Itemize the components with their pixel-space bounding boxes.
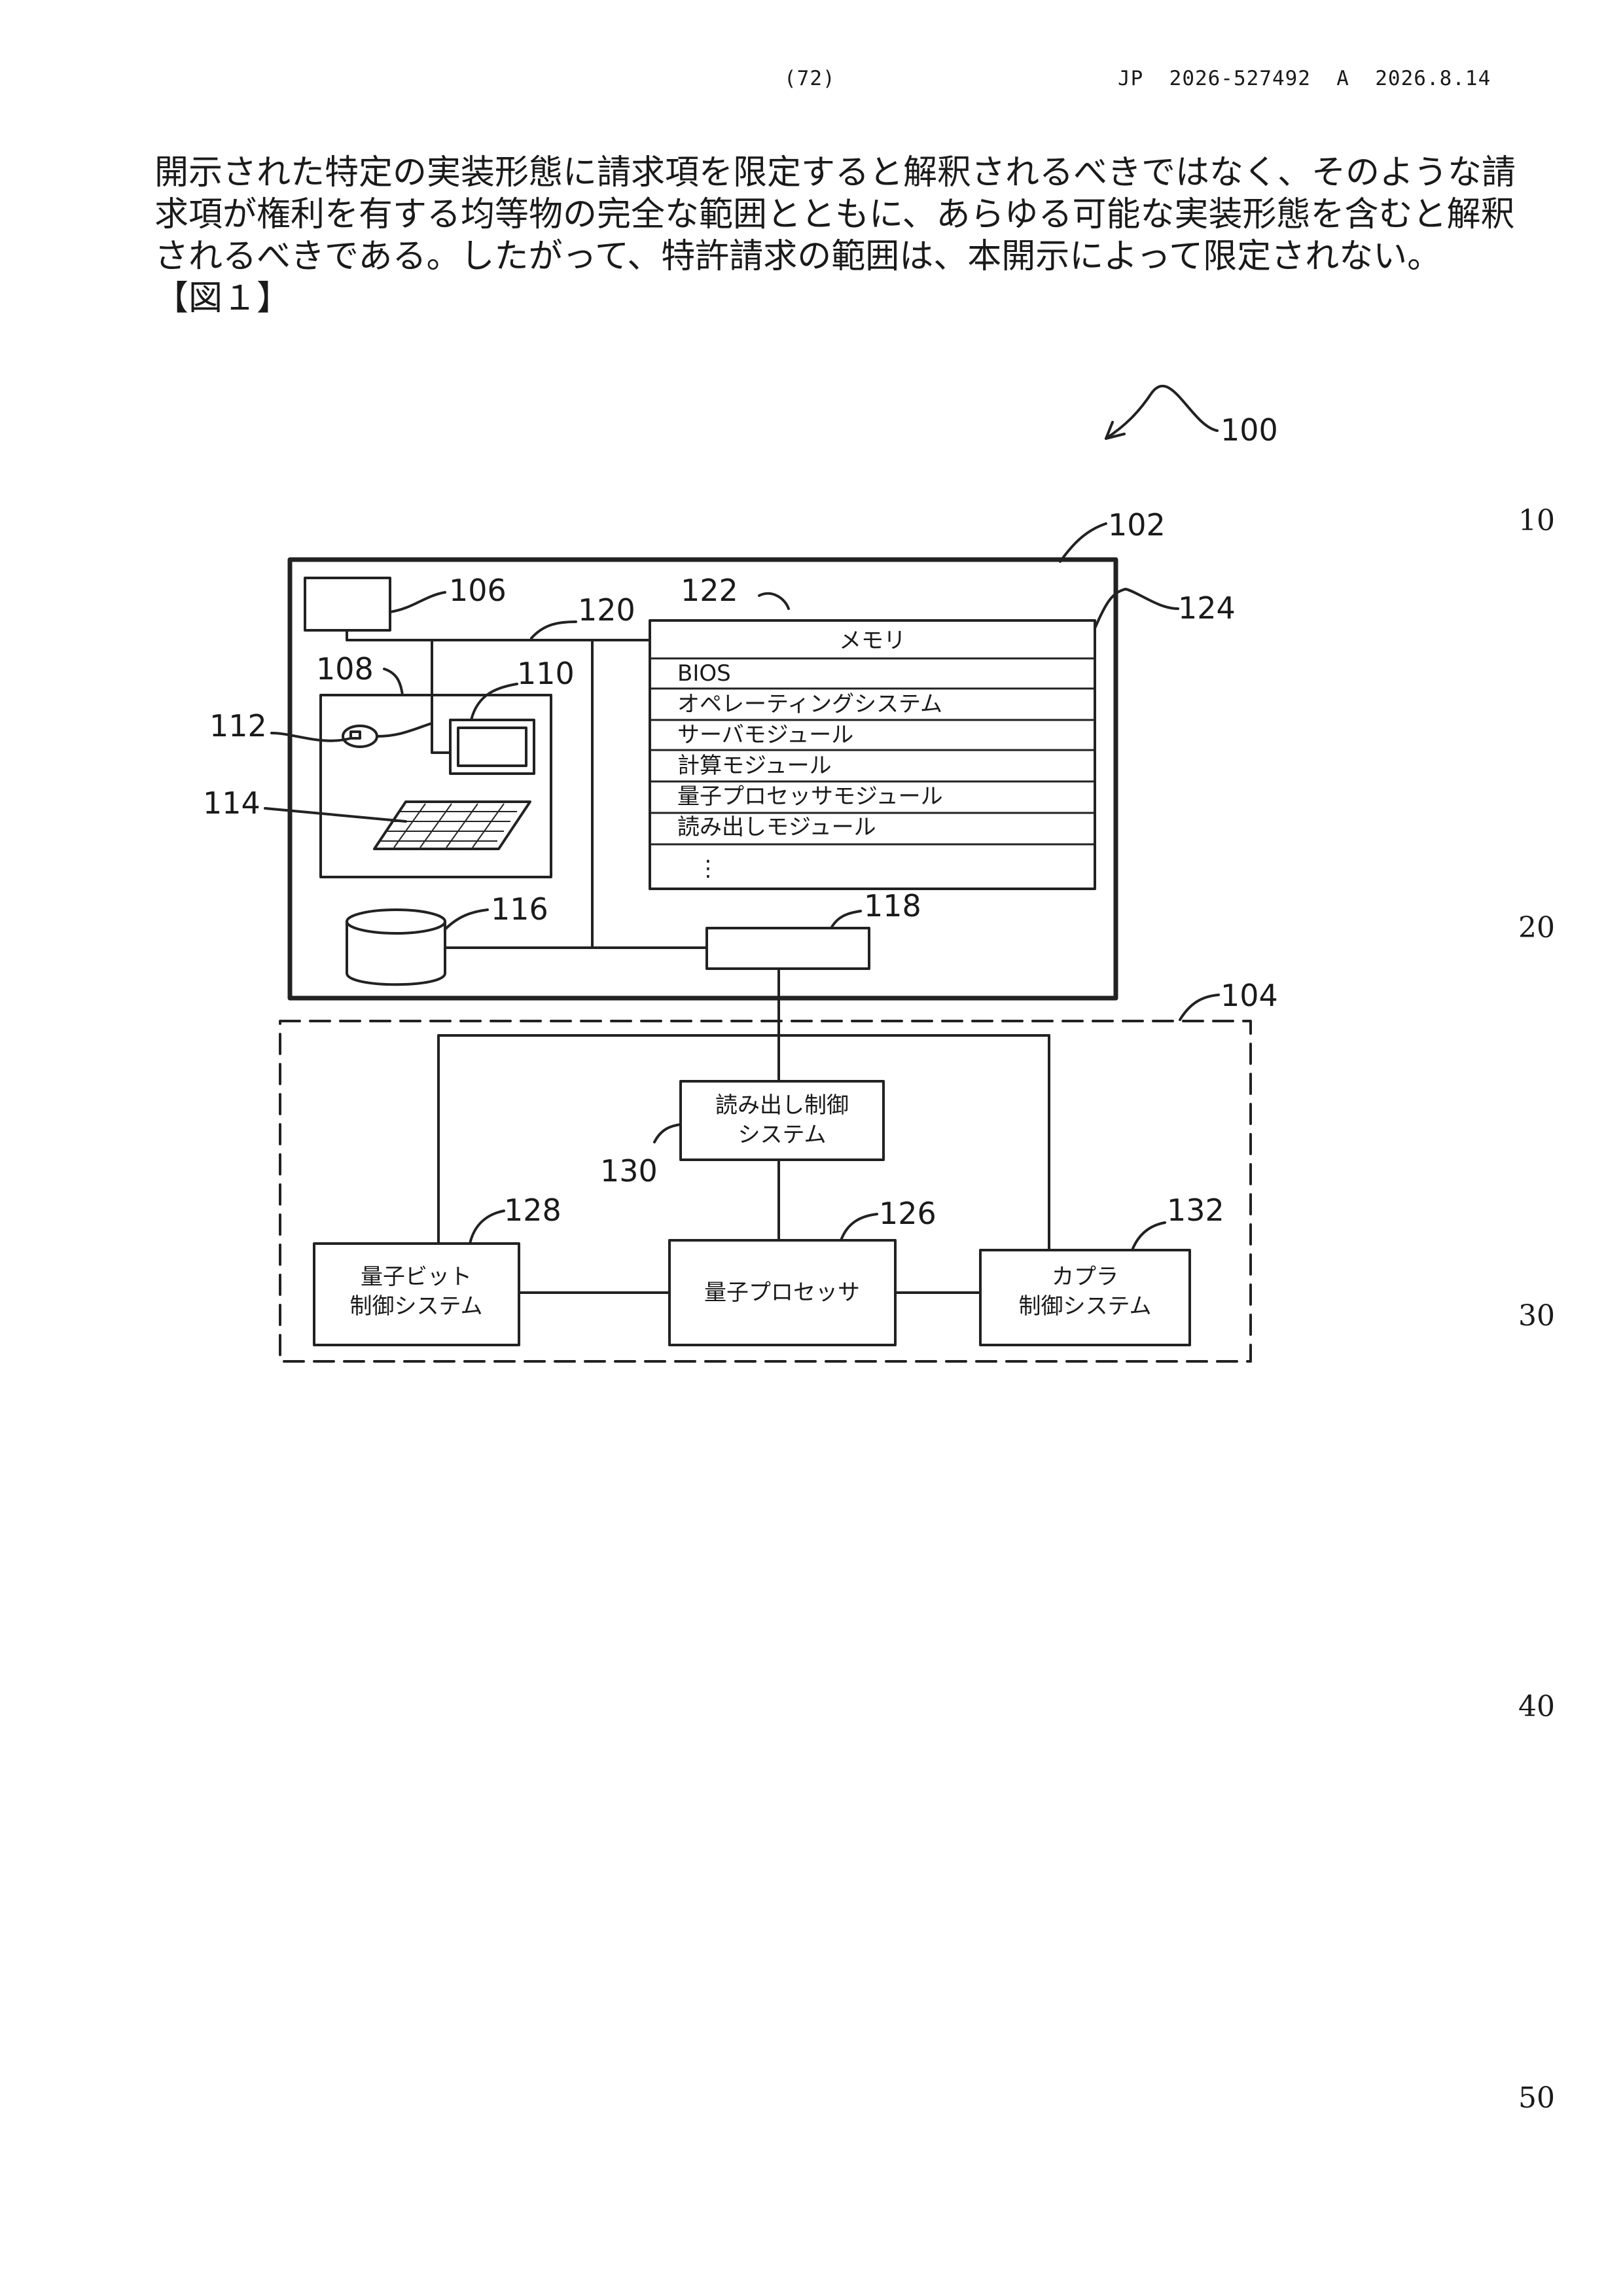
leader-116 [445,910,488,929]
ref-120: 120 [578,592,635,628]
ref-102: 102 [1108,507,1166,543]
memory-item: 量子プロセッサモジュール [677,783,943,810]
ref-114: 114 [203,785,260,821]
leader-126 [841,1214,877,1240]
leader-100 [1106,386,1217,439]
memory-item: 計算モジュール [677,753,832,779]
leader-120 [531,622,576,638]
leader-108 [384,669,402,695]
ref-116: 116 [491,891,548,927]
leader-122 [759,594,789,609]
mouse-cord [377,723,432,736]
mouse-button [351,732,360,738]
leader-104 [1180,995,1219,1020]
quantum-processor-label: 量子プロセッサ [704,1280,860,1306]
ref-108: 108 [316,651,374,687]
ref-100: 100 [1221,412,1278,448]
interface-box [707,928,869,969]
coupler-control-label: カプラ [1052,1264,1118,1290]
ref-104: 104 [1221,978,1278,1013]
ref-112: 112 [209,708,267,744]
ref-106: 106 [449,573,507,608]
monitor-inner [458,728,526,766]
leader-132 [1132,1223,1165,1250]
memory-item: オペレーティングシステム [677,691,942,717]
memory-ellipsis: ⋮ [697,855,719,882]
memory-item: サーバモジュール [677,722,853,748]
ref-110: 110 [517,656,575,691]
ref-128: 128 [504,1193,562,1228]
display-box [305,578,390,630]
leader-130 [654,1124,681,1142]
ref-130: 130 [600,1153,658,1189]
ref-122: 122 [681,573,738,608]
leader-110 [471,684,517,720]
ref-124: 124 [1178,590,1236,626]
leader-118 [831,911,861,928]
ref-132: 132 [1167,1193,1224,1228]
bus-line [347,630,648,640]
leader-102 [1060,524,1106,562]
memory-title: メモリ [839,628,906,654]
memory-item: 読み出しモジュール [677,814,876,840]
ref-118: 118 [864,888,921,924]
coupler-control-label: 制御システム [1019,1293,1152,1319]
memory-item: BIOS [677,660,731,687]
monitor-stand [432,694,450,753]
leader-106 [390,592,445,612]
leader-128 [470,1211,504,1244]
leader-114 [265,808,406,821]
leader-112 [272,733,351,741]
qubit-control-label: 制御システム [350,1293,483,1319]
ref-126: 126 [879,1196,936,1231]
qubit-control-label: 量子ビット [361,1264,472,1290]
readout-control-label: システム [738,1122,827,1148]
storage-top [347,910,445,933]
readout-control-label: 読み出し制御 [715,1092,849,1119]
leader-124 [1095,589,1178,628]
